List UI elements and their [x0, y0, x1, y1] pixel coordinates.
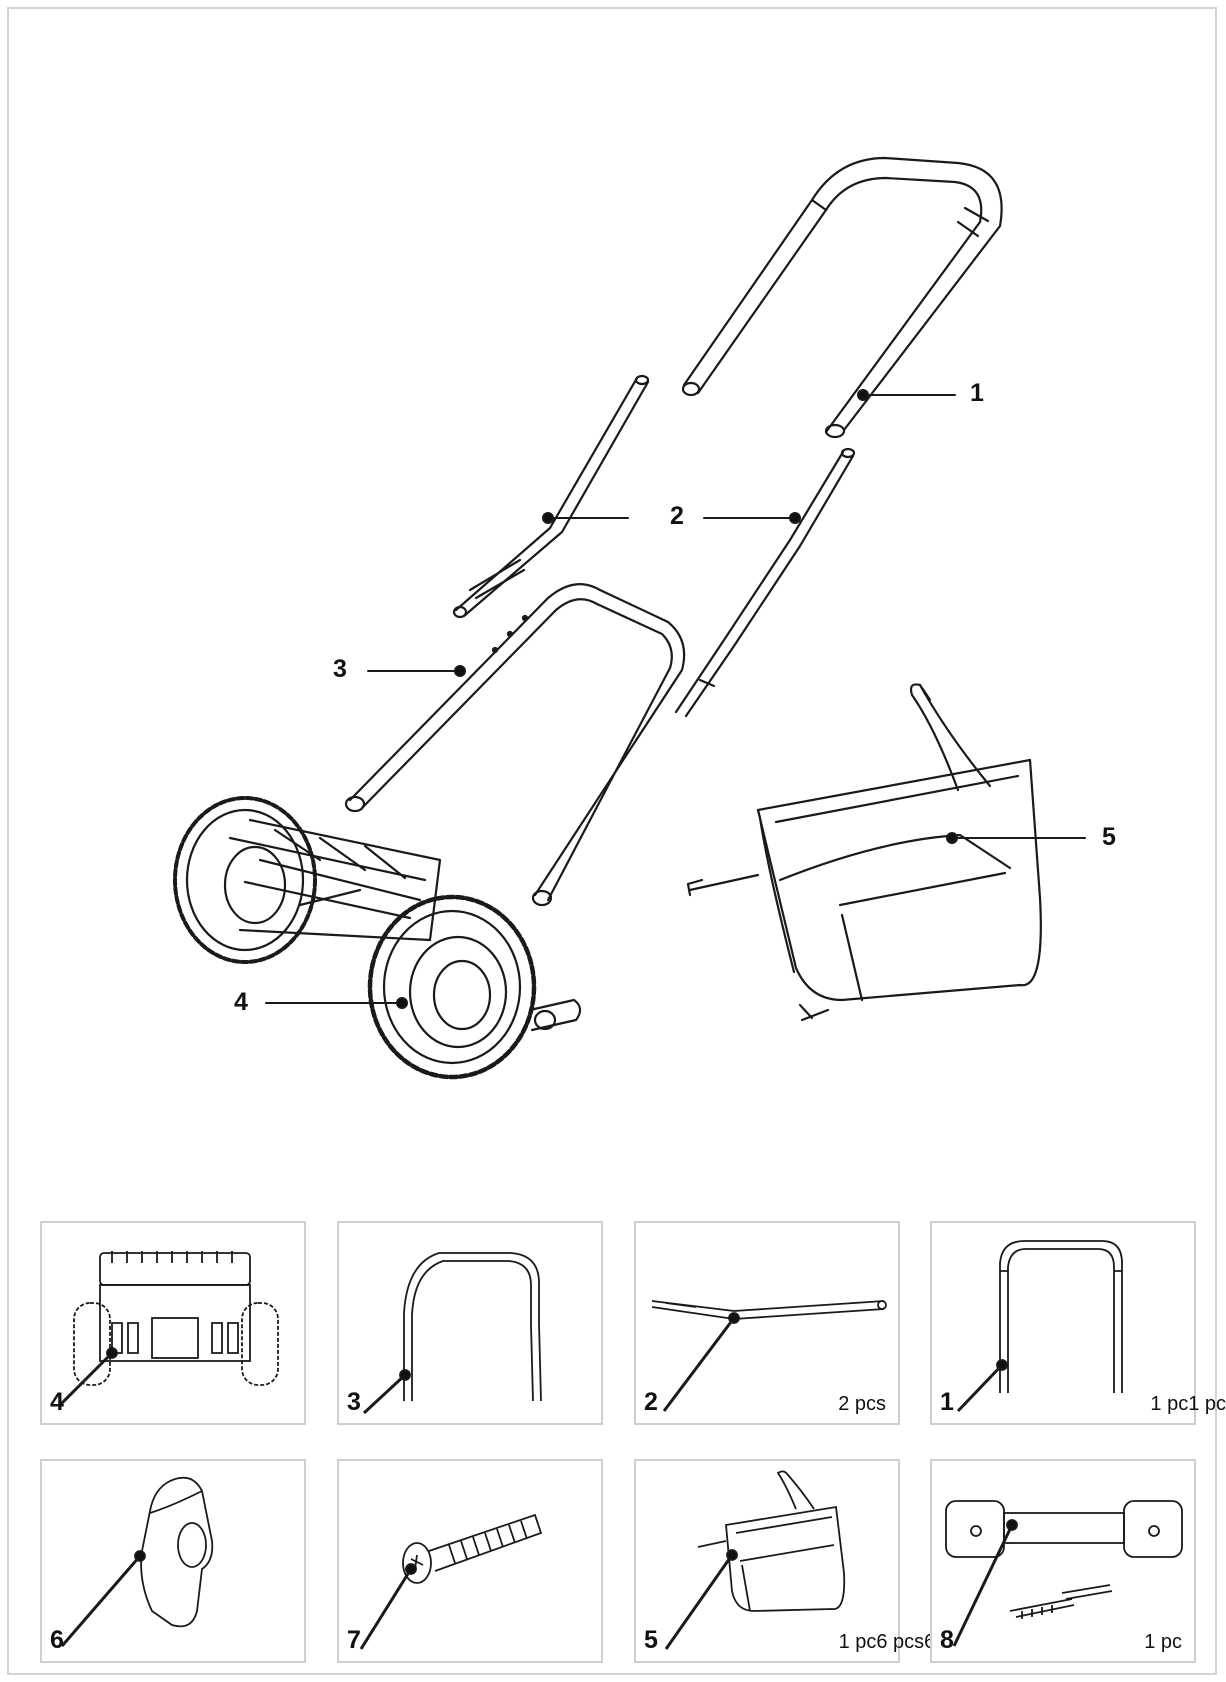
knob-thumbnail	[60, 1476, 214, 1647]
part-number: 4	[50, 1388, 64, 1416]
page-frame	[7, 7, 1217, 1675]
upper-handle-thumbnail	[956, 1240, 1123, 1413]
part-quantity: 1 pc1 pc	[1150, 1393, 1226, 1415]
part-card-grass-catcher: 5 1 pc6 pcs6 pcs	[634, 1459, 972, 1663]
part-number: 3	[347, 1388, 361, 1416]
callout-3: 3	[333, 655, 347, 683]
callout-2: 2	[670, 502, 684, 530]
part-card-knob: 6	[40, 1459, 306, 1663]
part-quantity: 1 pc	[1144, 1631, 1182, 1653]
part-number: 7	[347, 1626, 361, 1654]
part-card-upper-handle: 1 1 pc1 pc	[930, 1221, 1226, 1425]
part-card-middle-frame: 3	[337, 1221, 603, 1425]
part-number: 8	[940, 1626, 954, 1654]
callout-5: 5	[1102, 823, 1116, 851]
lower-handle-right-drawing	[674, 447, 856, 718]
bolt-thumbnail	[359, 1513, 543, 1650]
part-quantity: 2 pcs	[838, 1393, 886, 1415]
part-number: 1	[940, 1388, 954, 1416]
middle-frame-drawing	[344, 582, 686, 907]
mounting-bracket-thumbnail	[945, 1500, 1183, 1647]
callout-leaders	[265, 389, 1086, 1009]
middle-frame-thumbnail	[362, 1252, 542, 1415]
part-card-mower-body: 4	[40, 1221, 306, 1425]
part-card-mounting-bracket: 8 1 pc	[930, 1459, 1196, 1663]
grass-catcher-drawing	[686, 683, 1042, 1022]
part-card-bolt: 7	[337, 1459, 603, 1663]
mower-body-drawing	[173, 796, 582, 1080]
part-number: 2	[644, 1388, 658, 1416]
part-card-lower-handle: 2 2 pcs	[634, 1221, 900, 1425]
callout-4: 4	[234, 988, 248, 1016]
mower-body-thumbnail	[58, 1251, 279, 1407]
part-number: 5	[644, 1626, 658, 1654]
exploded-diagram	[173, 156, 1086, 1080]
callout-1: 1	[970, 379, 984, 407]
lower-handle-left-drawing	[452, 374, 650, 619]
lower-handle-thumbnail	[651, 1300, 887, 1412]
upper-handle-drawing	[681, 156, 1003, 439]
grass-catcher-thumbnail	[664, 1470, 846, 1650]
part-number: 6	[50, 1626, 64, 1654]
